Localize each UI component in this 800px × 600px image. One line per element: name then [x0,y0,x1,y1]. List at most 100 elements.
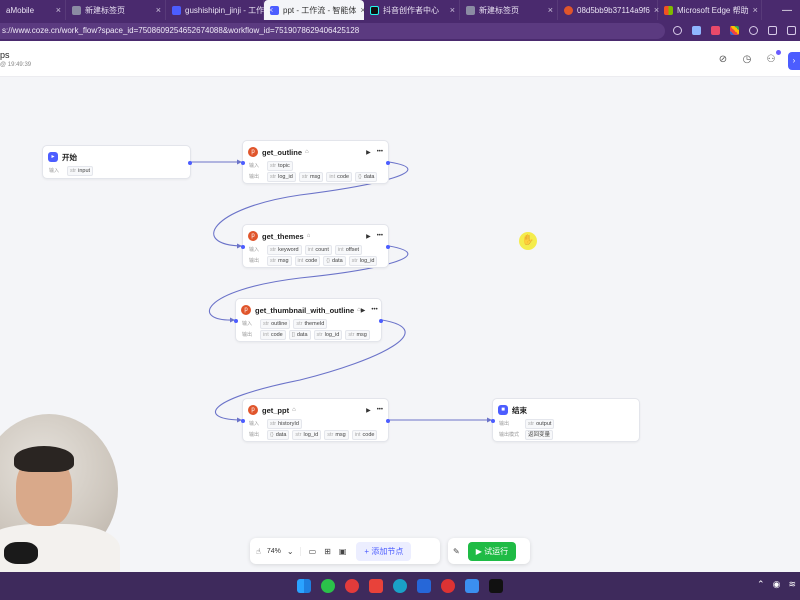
input-port[interactable] [234,319,238,323]
collections-icon[interactable] [787,26,796,35]
windows-start-icon[interactable] [297,579,311,593]
minimap-icon[interactable]: ▣ [338,546,347,556]
output-port[interactable] [386,245,390,249]
close-icon[interactable]: × [155,5,161,15]
microsoft-icon [664,5,673,15]
address-bar: s://www.coze.cn/work_flow?space_id=75086… [0,20,800,41]
comment-icon[interactable]: ▭ [308,546,317,556]
browser-tab-7[interactable]: 08d5bb9b37114a9f6 × [558,0,660,20]
input-port[interactable] [491,419,495,423]
input-port[interactable] [241,161,245,165]
tab-favicon-icon [172,5,181,15]
more-icon[interactable]: ••• [376,148,383,155]
link-icon[interactable]: ⊘ [718,54,728,65]
zoom-level[interactable]: 74% [266,547,281,555]
output-port[interactable] [386,161,390,165]
tab-label: 抖音创作者中心 [383,5,439,15]
run-node-icon[interactable]: ▶ [366,407,371,414]
history-icon[interactable]: ◷ [742,54,752,65]
favorite-star-icon[interactable] [673,26,682,35]
close-icon[interactable]: × [268,5,274,15]
wps-icon[interactable] [369,579,383,593]
record-icon[interactable] [441,579,455,593]
wifi-icon[interactable]: ≋ [788,579,796,589]
run-node-icon[interactable]: ▶ [366,149,371,156]
microphone-icon [4,542,38,564]
output-port[interactable] [379,319,383,323]
edge-icon[interactable] [393,579,407,593]
wechat-icon[interactable] [321,579,335,593]
browser-tab-1[interactable]: aMobile × [0,0,66,20]
node-header: p get_thumbnail_with_outline ⌂ ▶••• [236,302,381,318]
mic-tray-icon[interactable]: ◉ [772,579,781,589]
pointer-mode-icon[interactable]: ☝ [256,546,261,556]
browser-tab-4-active[interactable]: ppt - 工作流 - 智能体 × [264,0,366,20]
system-tray: ⌃ ◉ ≋ [757,579,796,590]
zoom-control[interactable]: ☝ 74% ⌄ [256,546,301,556]
node-header: ▸ 开始 [43,149,190,165]
browser-tab-strip: aMobile × 新建标签页 × gushishipin_jinji - 工作… [0,0,800,20]
node-get-thumbnail-with-outline[interactable]: p get_thumbnail_with_outline ⌂ ▶••• 输入 s… [234,298,383,342]
browser-tab-5[interactable]: 抖音创作者中心 × [364,0,460,20]
input-port[interactable] [241,245,245,249]
chevron-up-icon[interactable]: ⌃ [757,579,765,589]
close-icon[interactable]: × [449,5,455,15]
run-node-icon[interactable]: ▶ [360,307,366,314]
close-icon[interactable]: × [653,5,660,15]
node-title: 开始 [62,152,77,162]
run-node-icon[interactable]: ▶ [366,233,371,240]
input-port[interactable] [241,419,245,423]
browser-tab-2[interactable]: 新建标签页 × [66,0,166,20]
debug-icon[interactable]: ✎ [453,546,460,556]
app-blue-icon[interactable] [417,579,431,593]
app-player-icon[interactable] [465,579,479,593]
end-icon: ■ [498,405,508,415]
more-icon[interactable]: ••• [376,406,383,413]
param-chip: {}data [355,171,378,182]
collaborators-icon[interactable]: ⚇ [766,54,776,65]
layout-icon[interactable]: ⊞ [324,546,331,556]
chevron-down-icon[interactable]: ⌄ [286,546,294,556]
close-icon[interactable]: × [752,5,758,15]
favorites-icon[interactable] [768,26,777,35]
minimize-icon[interactable]: — [782,4,792,16]
tab-label: Microsoft Edge 帮助 [677,5,749,15]
capcut-icon[interactable] [489,579,503,593]
more-icon[interactable]: ••• [371,306,378,313]
notification-dot [776,50,781,55]
publish-button[interactable]: › [788,52,800,70]
add-node-button[interactable]: + 添加节点 [356,541,412,561]
browser-tab-8[interactable]: Microsoft Edge 帮助 × [658,0,762,20]
extension-doc-icon[interactable] [692,26,701,35]
netease-music-icon[interactable] [345,579,359,593]
extension-red-icon[interactable] [711,26,720,35]
test-run-button[interactable]: ▶ 试运行 [467,541,517,561]
close-icon[interactable]: × [55,5,61,15]
output-port[interactable] [386,419,390,423]
close-icon[interactable]: × [360,5,366,15]
toolbar-extensions [665,26,796,35]
close-icon[interactable]: × [547,5,553,15]
extension-colorful-icon[interactable] [730,26,739,35]
output-port[interactable] [188,161,192,165]
more-icon[interactable]: ••• [376,232,383,239]
browser-tab-6[interactable]: 新建标签页 × [460,0,558,20]
help-icon[interactable] [749,26,758,35]
browser-tab-3[interactable]: gushishipin_jinji - 工作 × [166,0,273,20]
url-field[interactable]: s://www.coze.cn/work_flow?space_id=75086… [0,22,665,39]
